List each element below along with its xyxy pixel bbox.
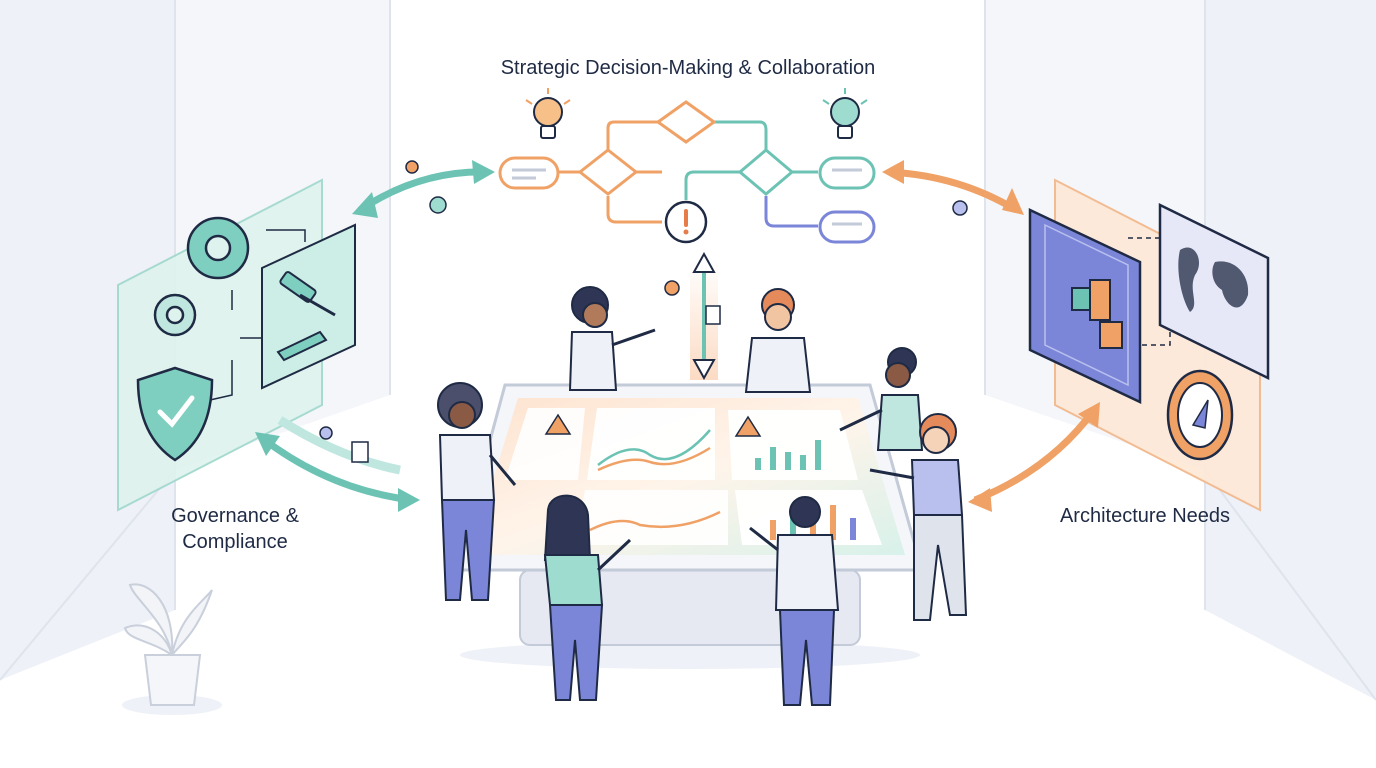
person-front-woman	[543, 494, 632, 701]
connection-arrows	[255, 160, 1100, 512]
flowchart-decision-node	[737, 148, 795, 196]
dashboard-card	[505, 408, 585, 480]
alert-icon	[664, 200, 708, 244]
document-icon	[351, 441, 369, 463]
gavel-icon	[261, 223, 356, 390]
decision-flowchart	[498, 88, 876, 244]
gear-icon	[153, 293, 197, 337]
document-icon	[705, 305, 721, 325]
warning-icon	[544, 413, 572, 435]
flowchart-decision-node	[577, 148, 639, 196]
gear-icon	[186, 216, 250, 280]
flowchart-end-node	[818, 156, 876, 190]
person-back-woman	[568, 286, 656, 391]
person-front-man	[749, 496, 840, 706]
globe-map-icon	[1158, 202, 1270, 381]
person-right-back	[839, 347, 924, 451]
compass-icon	[1166, 369, 1234, 461]
shield-check-icon	[136, 366, 214, 462]
flowchart-decision-node	[655, 100, 717, 144]
person-back-man	[744, 288, 812, 393]
plant-icon	[122, 583, 222, 715]
dashboard-card	[575, 490, 728, 545]
person-left	[437, 382, 517, 601]
interactive-table	[453, 383, 924, 669]
blueprint-icon	[1028, 208, 1142, 404]
governance-panel	[117, 178, 356, 512]
flowchart-start-node	[498, 156, 560, 190]
architecture-panel	[1028, 178, 1270, 512]
flowchart-end-node	[818, 210, 876, 244]
lightbulb-icon	[822, 88, 868, 139]
label-strategic-decision-making: Strategic Decision-Making & Collaboratio…	[500, 57, 876, 79]
person-right-front	[869, 413, 968, 621]
label-architecture-needs: Architecture Needs	[1059, 505, 1231, 527]
dashboard-card	[728, 410, 858, 480]
lightbulb-icon	[525, 88, 571, 139]
warning-icon	[734, 415, 762, 437]
dashboard-card	[587, 408, 715, 480]
label-governance-compliance: Governance & Compliance	[171, 505, 299, 553]
